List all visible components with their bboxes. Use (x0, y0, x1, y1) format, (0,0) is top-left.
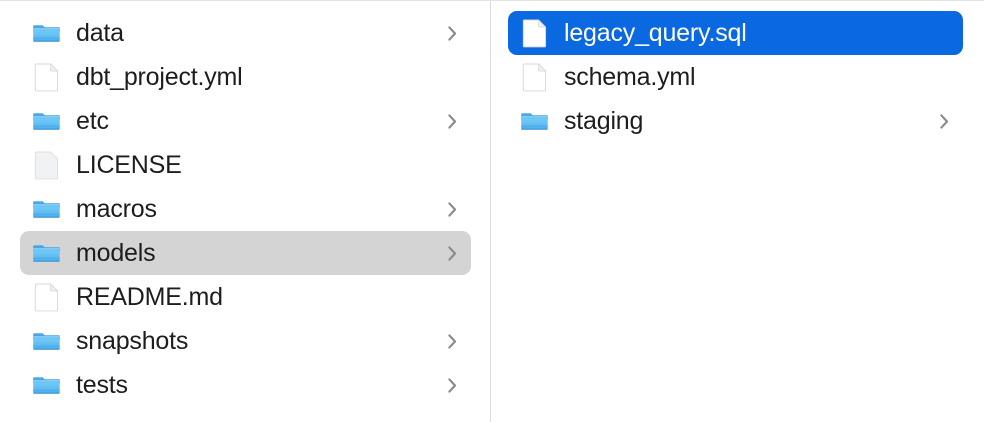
folder-name-label: staging (564, 107, 644, 135)
chevron-right-icon[interactable] (937, 110, 951, 132)
document-icon (33, 282, 60, 312)
folder-name-label: etc (76, 107, 109, 135)
file-row[interactable]: schema.yml (508, 55, 963, 99)
file-row[interactable]: README.md (20, 275, 471, 319)
document-icon (33, 62, 60, 92)
file-row[interactable]: legacy_query.sql (508, 11, 963, 55)
folder-icon (33, 238, 60, 268)
folder-row[interactable]: tests (20, 363, 471, 407)
folder-row[interactable]: models (20, 231, 471, 275)
chevron-right-icon[interactable] (445, 198, 459, 220)
file-name-label: dbt_project.yml (76, 63, 243, 91)
folder-icon (33, 194, 60, 224)
file-name-label: legacy_query.sql (564, 19, 747, 47)
folder-row[interactable]: data (20, 11, 471, 55)
chevron-right-icon[interactable] (445, 242, 459, 264)
chevron-right-icon[interactable] (445, 330, 459, 352)
folder-name-label: models (76, 239, 156, 267)
file-row[interactable]: dbt_project.yml (20, 55, 471, 99)
file-name-label: README.md (76, 283, 223, 311)
folder-row[interactable]: snapshots (20, 319, 471, 363)
document-plain-icon (33, 150, 60, 180)
chevron-right-icon[interactable] (445, 22, 459, 44)
folder-name-label: macros (76, 195, 157, 223)
folder-icon (33, 326, 60, 356)
folder-name-label: snapshots (76, 327, 189, 355)
file-name-label: schema.yml (564, 63, 696, 91)
chevron-right-icon[interactable] (445, 374, 459, 396)
file-name-label: LICENSE (76, 151, 182, 179)
folder-name-label: data (76, 19, 124, 47)
folder-icon (33, 18, 60, 48)
folder-row[interactable]: staging (508, 99, 963, 143)
folder-row[interactable]: etc (20, 99, 471, 143)
folder-icon (33, 370, 60, 400)
folder-icon (521, 106, 548, 136)
finder-column-project-root[interactable]: data dbt_project.yml (0, 1, 491, 422)
document-icon (521, 18, 548, 48)
chevron-right-icon[interactable] (445, 110, 459, 132)
folder-icon (33, 106, 60, 136)
document-icon (521, 62, 548, 92)
folder-row[interactable]: macros (20, 187, 471, 231)
folder-name-label: tests (76, 371, 128, 399)
finder-column-models[interactable]: legacy_query.sql schema.yml (491, 1, 984, 422)
file-row[interactable]: LICENSE (20, 143, 471, 187)
